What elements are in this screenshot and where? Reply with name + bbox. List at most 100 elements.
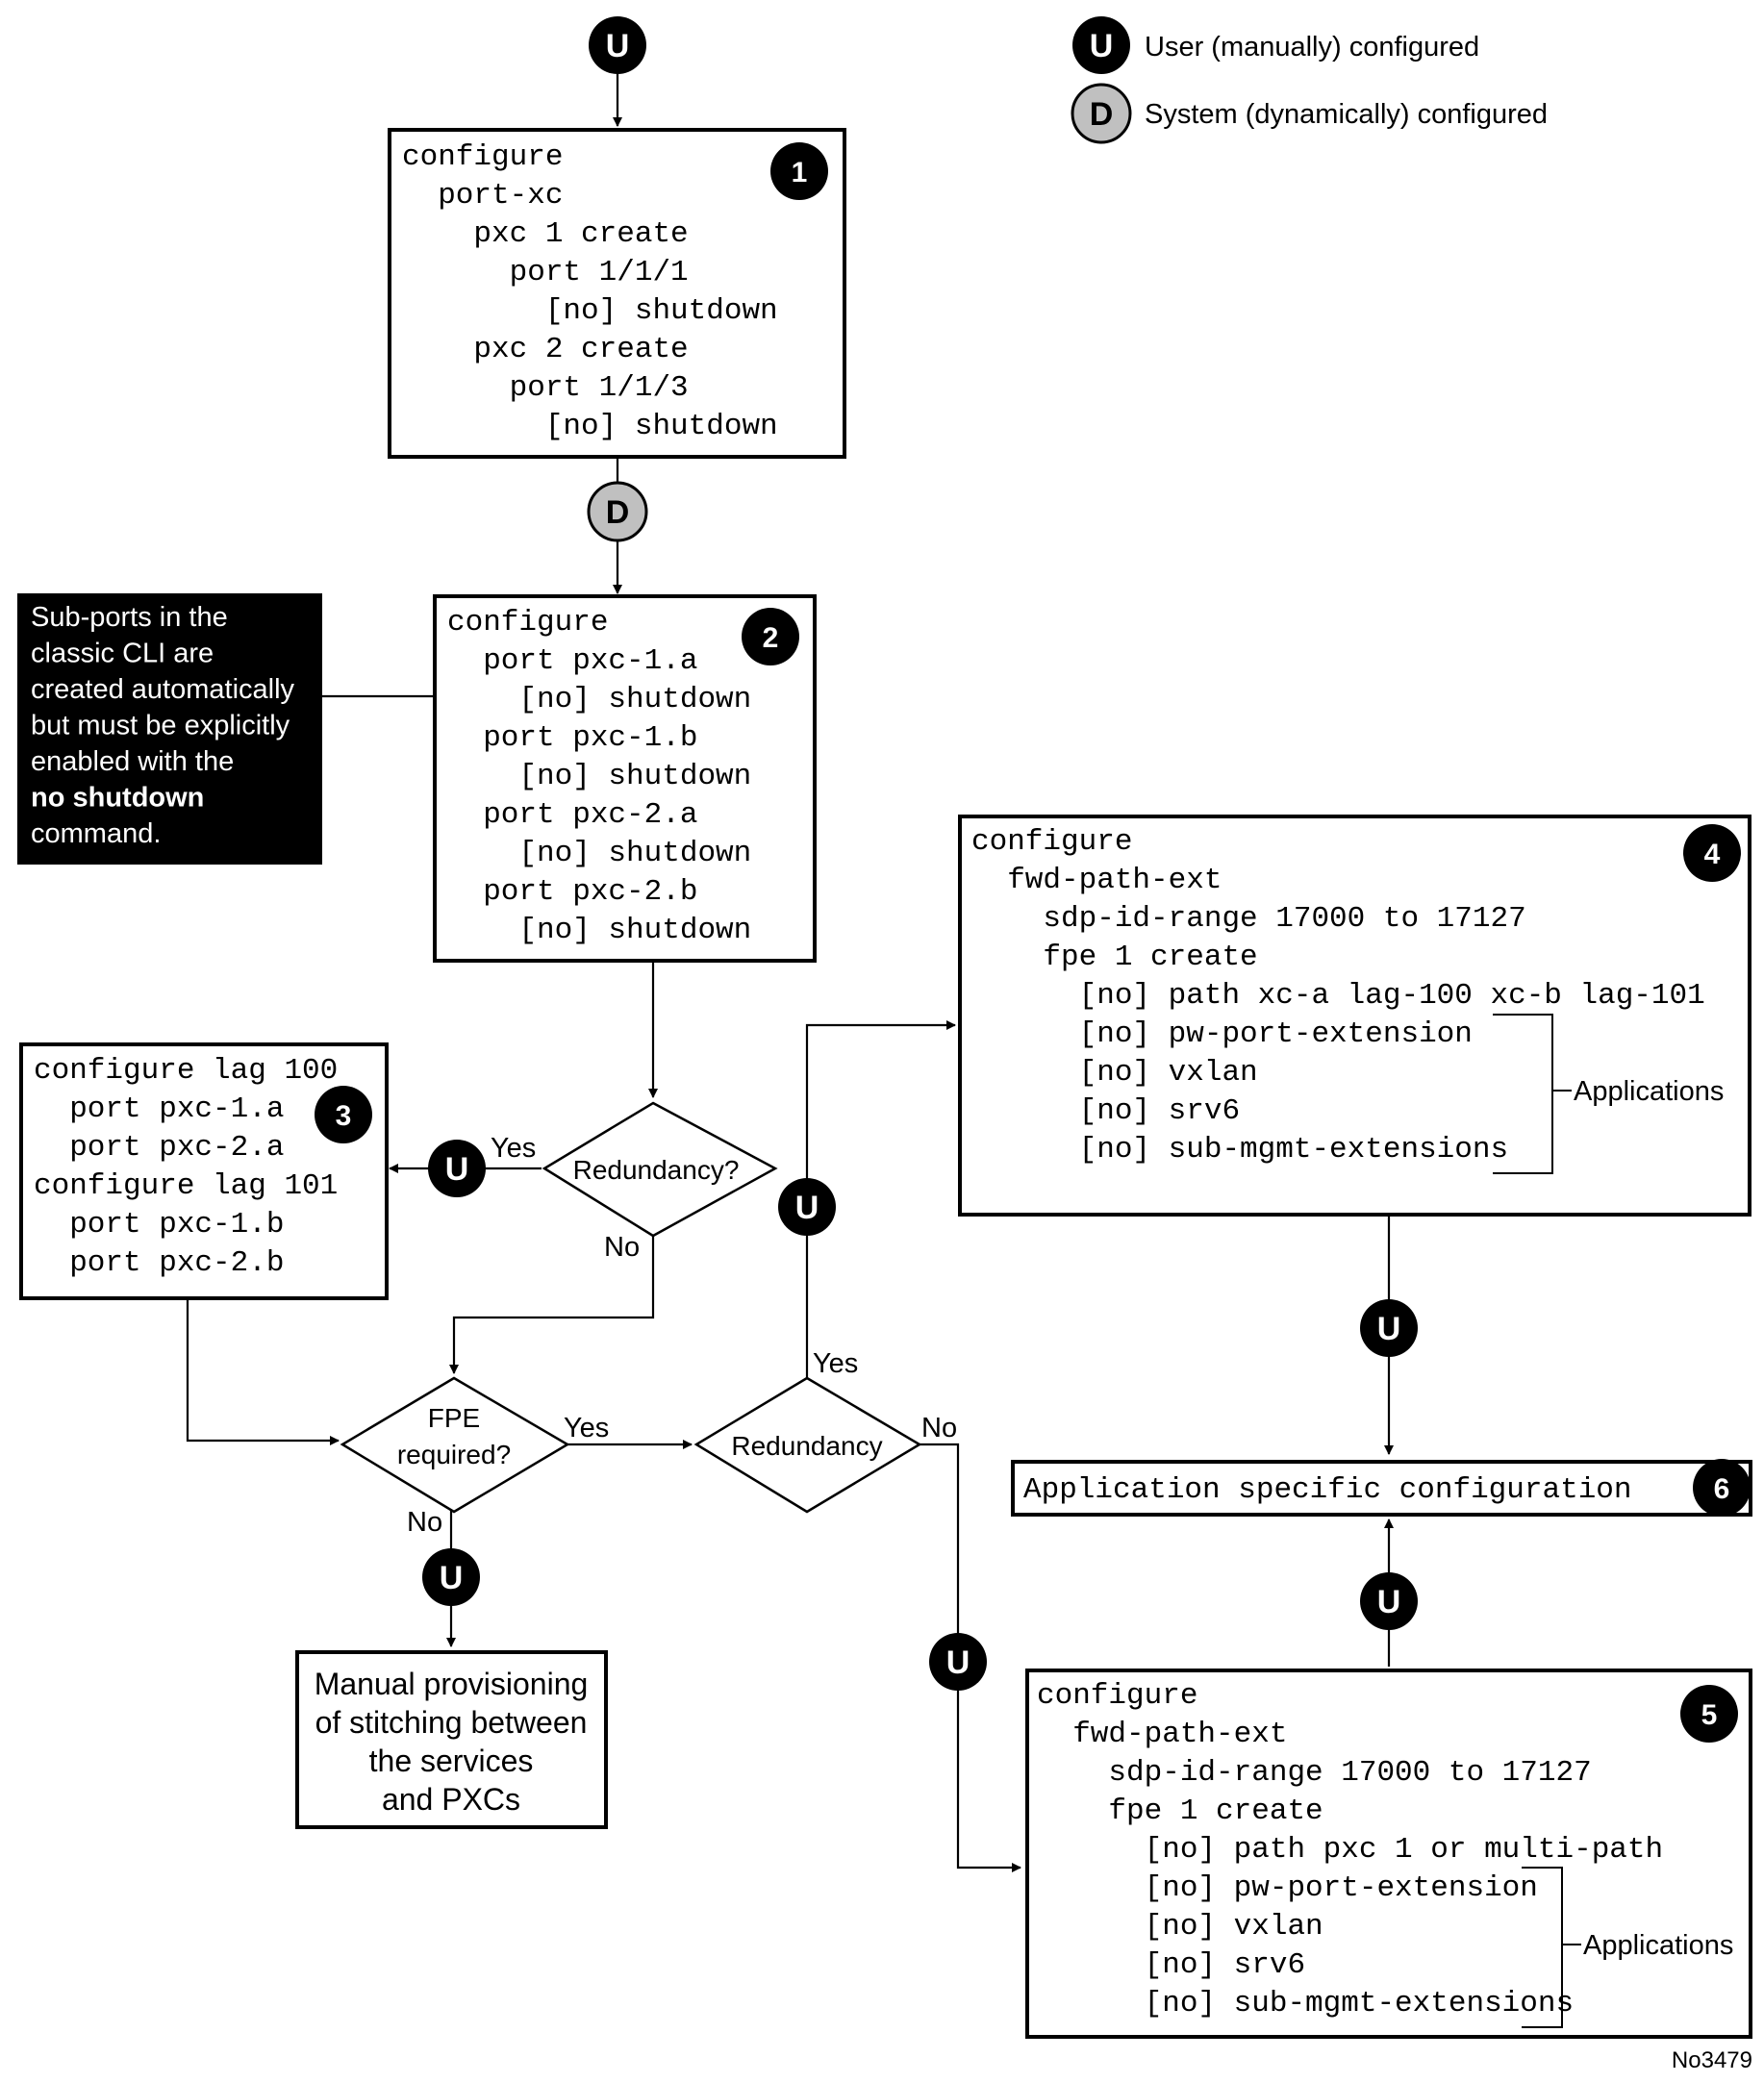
decision-redundancy-1: Redundancy? Yes No [491,1101,778,1263]
box-5-code-line: fpe 1 create [1037,1794,1323,1828]
manual-provisioning-line: and PXCs [382,1782,520,1817]
decision-fpe-no: No [407,1507,442,1538]
user-badge-icon-start [589,16,646,74]
box-4-code-line: [no] srv6 [971,1094,1240,1128]
legend: U User (manually) configured D System (d… [1071,16,1548,144]
box-4-code: configure fwd-path-ext sdp-id-range 1700… [971,825,1705,1167]
box-4-code-line: [no] sub-mgmt-extensions [971,1133,1508,1167]
box-4-code-line: sdp-id-range 17000 to 17127 [971,902,1526,936]
box-5-code-line: configure [1037,1679,1197,1713]
box-4-applications-bracket [1493,1014,1553,1174]
box-2-code: configure port pxc-1.a [no] shutdown por… [447,606,751,947]
box-5-number-badge [1680,1685,1738,1743]
user-badge-icon-redundancy-yes [428,1140,486,1197]
decision-redundancy-2-yes: Yes [813,1348,858,1379]
legend-system-badge-letter: D [1090,96,1114,133]
box-3-number-badge [315,1086,372,1143]
box-5-code-line: fwd-path-ext [1037,1718,1287,1751]
box-6: Application specific configuration 6 [1011,1459,1752,1517]
box-1-number: 1 [792,157,808,188]
connector-redundancy-no-to-fpe [449,1236,655,1374]
manual-provisioning-line: Manual provisioning [315,1667,589,1701]
box-1-code-line: pxc 1 create [402,217,689,251]
box-5-code-line: sdp-id-range 17000 to 17127 [1037,1756,1592,1790]
box-2-code-line: port pxc-1.a [447,644,697,678]
badge-letter-box5-out: U [1377,1584,1401,1620]
user-badge-icon [1072,16,1130,74]
decision-fpe-yes: Yes [564,1413,609,1443]
decision-fpe-line1: FPE [428,1403,480,1433]
badge-letter-redundancy-yes: U [445,1151,469,1188]
user-badge-icon-redundancy2-no [929,1633,987,1691]
box-3-code-line: configure lag 100 [34,1054,338,1088]
box-1-code-line: configure [402,140,563,174]
connectors [186,48,1394,1872]
sub-port-note-line: created automatically [31,674,295,705]
box-3: configure lag 100 port pxc-1.a port pxc-… [19,1042,389,1300]
box-4-code-line: configure [971,825,1132,859]
badge-letter-fpe-no: U [440,1560,464,1596]
box-6-text: Application specific configuration [1023,1473,1632,1507]
sub-port-note-line: enabled with the [31,746,234,777]
box-5-code-line: [no] pw-port-extension [1037,1871,1538,1905]
sub-port-note-line: Sub-ports in the [31,602,228,633]
legend-user-text: User (manually) configured [1145,32,1479,63]
sub-port-note-text: Sub-ports in the classic CLI are created a… [31,602,295,849]
decision-redundancy-1-no: No [604,1232,640,1263]
box-4: configure fwd-path-ext sdp-id-range 1700… [958,815,1751,1217]
box-5-code-line: [no] sub-mgmt-extensions [1037,1987,1574,2020]
box-2-number-badge [742,608,799,665]
user-badge-icon-box5-out [1360,1572,1418,1630]
sub-port-note-line: classic CLI are [31,639,214,669]
box-2-code-line: port pxc-1.b [447,721,697,755]
box-4-code-line: fpe 1 create [971,941,1258,974]
box-2-code-line: port pxc-2.a [447,798,697,832]
box-5-code-line: [no] path pxc 1 or multi-path [1037,1833,1663,1867]
decision-fpe-line2: required? [397,1440,511,1469]
box-4-applications-label: Applications [1574,1076,1724,1107]
box-3-code-line: port pxc-2.a [34,1131,284,1165]
box-2-code-line: [no] shutdown [447,760,751,793]
system-badge-icon-box1 [587,481,648,542]
box-3-code: configure lag 100 port pxc-1.a port pxc-… [34,1054,338,1280]
decision-fpe-required: FPE required? Yes No [340,1376,609,1538]
box-2-code-line: [no] shutdown [447,683,751,716]
connector-badges: U D U U U U U U [422,16,1418,1691]
decision-redundancy-1-yes: Yes [491,1133,536,1164]
box-4-code-line: [no] pw-port-extension [971,1017,1473,1051]
connector-redundancy2-yes-to-box4 [805,1020,956,1378]
box-5-code-line: [no] vxlan [1037,1910,1323,1944]
box-4-code-line: [no] vxlan [971,1056,1258,1090]
sub-port-note-line: but must be explicitly [31,711,290,741]
box-4-code-line: fwd-path-ext [971,864,1222,897]
box-1-code-line: pxc 2 create [402,333,689,366]
box-1: configure port-xc pxc 1 create port 1/1/… [388,128,846,459]
box-2: configure port pxc-1.a [no] shutdown por… [433,594,817,963]
box-6-number: 6 [1714,1473,1730,1505]
decision-redundancy-2-text: Redundancy [731,1431,882,1461]
box-1-code-line: [no] shutdown [402,410,778,443]
sub-port-note: Sub-ports in the classic CLI are created a… [17,593,322,865]
system-badge-icon [1071,83,1132,144]
box-2-number: 2 [763,622,779,654]
box-4-code-line: [no] path xc-a lag-100 xc-b lag-101 [971,979,1705,1013]
badge-letter-start: U [606,28,630,64]
box-5-applications-label: Applications [1583,1930,1733,1961]
sub-port-note-line: no shutdown [31,783,204,814]
decision-redundancy-2-no: No [921,1413,957,1443]
badge-letter-redundancy2-yes: U [795,1190,819,1226]
box-5-code: configure fwd-path-ext sdp-id-range 1700… [1037,1679,1663,2020]
sub-port-note-line: command. [31,818,161,849]
box-5-code-line: [no] srv6 [1037,1948,1305,1982]
box-2-code-line: port pxc-2.b [447,875,697,909]
badge-letter-box1: D [606,494,630,531]
badge-letter-box4-out: U [1377,1311,1401,1347]
user-badge-icon-redundancy2-yes [778,1178,836,1236]
box-2-code-line: configure [447,606,608,640]
box-1-code-line: port-xc [402,179,563,213]
box-1-number-badge [770,142,828,200]
box-5-applications-bracket [1522,1867,1563,2028]
